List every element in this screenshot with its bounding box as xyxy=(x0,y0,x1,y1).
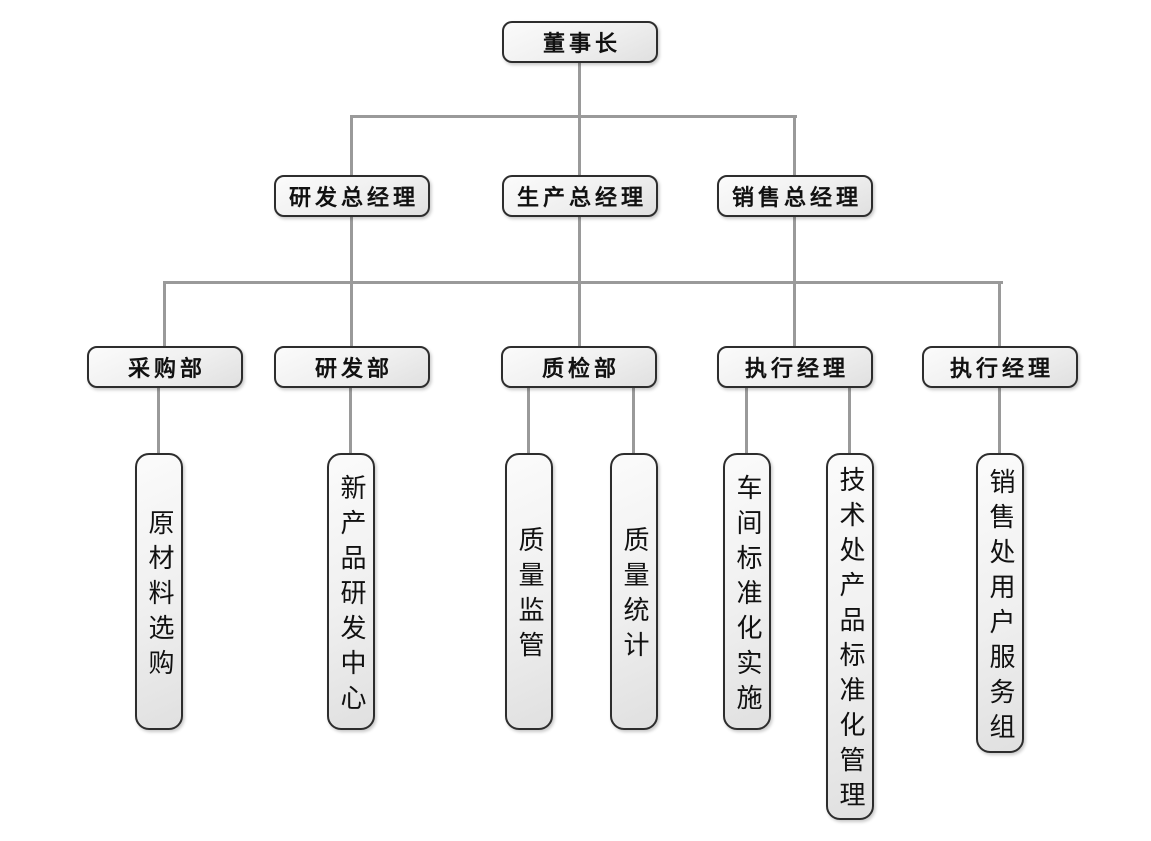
quality-inspection-dept-label: 质检部 xyxy=(541,357,620,382)
executive-manager-2-label: 执行经理 xyxy=(949,357,1054,382)
tech-office-product-standardization-node: 技术处产品标准化管理 xyxy=(826,453,874,820)
executive-manager-1-node: 执行经理 xyxy=(717,346,873,388)
quality-inspection-dept-node: 质检部 xyxy=(501,346,657,388)
production-general-manager-label: 生产总经理 xyxy=(516,186,647,211)
rd-general-manager-node: 研发总经理 xyxy=(274,175,430,217)
connector-stub-raw-material xyxy=(157,388,160,453)
sales-general-manager-label: 销售总经理 xyxy=(731,186,862,211)
rd-dept-node: 研发部 xyxy=(274,346,430,388)
purchasing-dept-node: 采购部 xyxy=(87,346,243,388)
connector-bus-level3 xyxy=(163,281,1003,284)
sales-office-user-service-node: 销售处用户服务组 xyxy=(976,453,1024,753)
workshop-standardization-node: 车间标准化实施 xyxy=(723,453,771,730)
connector-drop-executive-2 xyxy=(998,281,1001,346)
connector-drop-sales-gm xyxy=(793,115,796,175)
connector-stub-quality-statistics xyxy=(632,388,635,453)
connector-drop-purchasing xyxy=(163,281,166,346)
connector-stub-tech-standardization xyxy=(848,388,851,453)
connector-stub-user-service xyxy=(998,388,1001,453)
executive-manager-1-label: 执行经理 xyxy=(744,357,849,382)
sales-general-manager-node: 销售总经理 xyxy=(717,175,873,217)
sales-office-user-service-label: 销售处用户服务组 xyxy=(985,467,1015,748)
connector-drop-rd-gm xyxy=(350,115,353,175)
purchasing-dept-label: 采购部 xyxy=(127,357,206,382)
production-general-manager-node: 生产总经理 xyxy=(502,175,658,217)
executive-manager-2-node: 执行经理 xyxy=(922,346,1078,388)
connector-bus-level2 xyxy=(350,115,797,118)
connector-stub-workshop-standardization xyxy=(745,388,748,453)
raw-material-purchasing-label: 原材料选购 xyxy=(144,508,174,684)
connector-stub-new-product xyxy=(349,388,352,453)
new-product-rd-center-node: 新产品研发中心 xyxy=(327,453,375,730)
quality-supervision-node: 质量监管 xyxy=(505,453,553,730)
quality-supervision-label: 质量监管 xyxy=(514,526,544,666)
rd-dept-label: 研发部 xyxy=(314,357,393,382)
tech-office-product-standardization-label: 技术处产品标准化管理 xyxy=(835,466,865,816)
raw-material-purchasing-node: 原材料选购 xyxy=(135,453,183,730)
quality-statistics-node: 质量统计 xyxy=(610,453,658,730)
chairman-label: 董事长 xyxy=(542,32,621,57)
new-product-rd-center-label: 新产品研发中心 xyxy=(336,473,366,719)
quality-statistics-label: 质量统计 xyxy=(619,526,649,666)
chairman-node: 董事长 xyxy=(502,21,658,63)
connector-stub-quality-supervision xyxy=(527,388,530,453)
rd-general-manager-label: 研发总经理 xyxy=(288,186,419,211)
connector-root-drop xyxy=(578,63,581,175)
workshop-standardization-label: 车间标准化实施 xyxy=(732,473,762,719)
